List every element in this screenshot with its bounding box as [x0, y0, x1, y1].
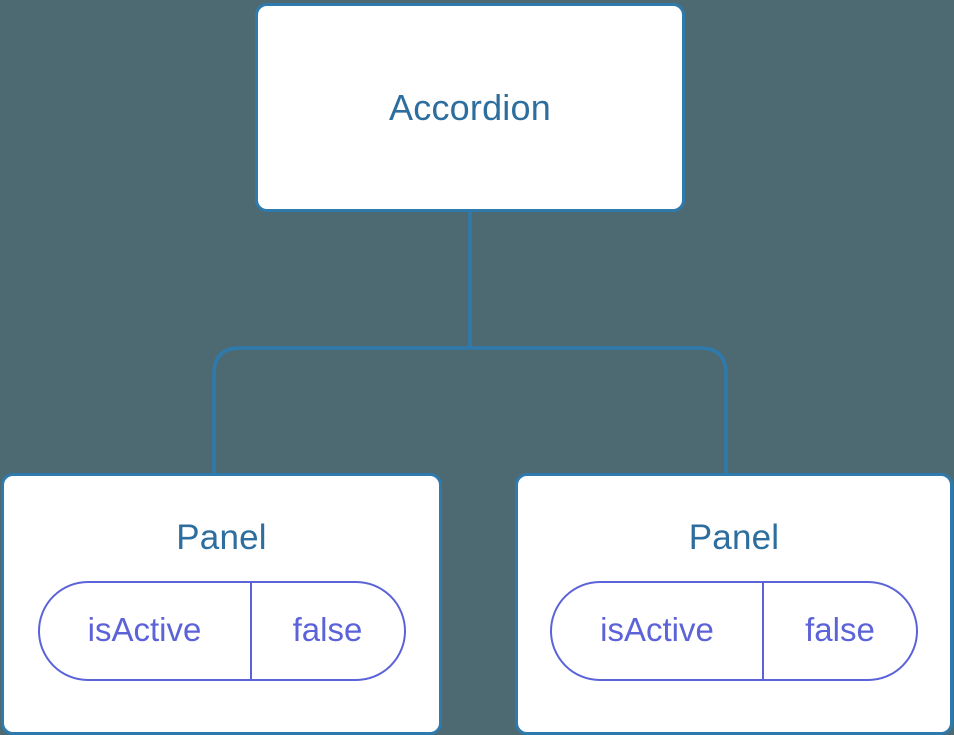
node-panel-0-state-value: false: [292, 611, 363, 648]
connector-to-panel-0: [212, 346, 470, 476]
node-panel-1[interactable]: Panel isActive false: [515, 473, 953, 735]
node-panel-1-title: Panel: [688, 518, 780, 557]
node-panel-0-state-key: isActive: [40, 582, 252, 679]
node-panel-0-title: Panel: [176, 518, 267, 557]
connector-to-panel-1: [470, 346, 728, 476]
node-accordion-title: Accordion: [389, 86, 551, 128]
node-panel-1-state-value: false: [805, 611, 875, 648]
node-panel-0[interactable]: Panel isActive false: [1, 473, 442, 735]
node-panel-1-state-pill[interactable]: isActive false: [550, 580, 918, 681]
node-panel-1-state-key: isActive: [552, 582, 764, 679]
node-accordion[interactable]: Accordion: [255, 3, 685, 212]
node-panel-0-state-pill[interactable]: isActive false: [37, 580, 406, 681]
